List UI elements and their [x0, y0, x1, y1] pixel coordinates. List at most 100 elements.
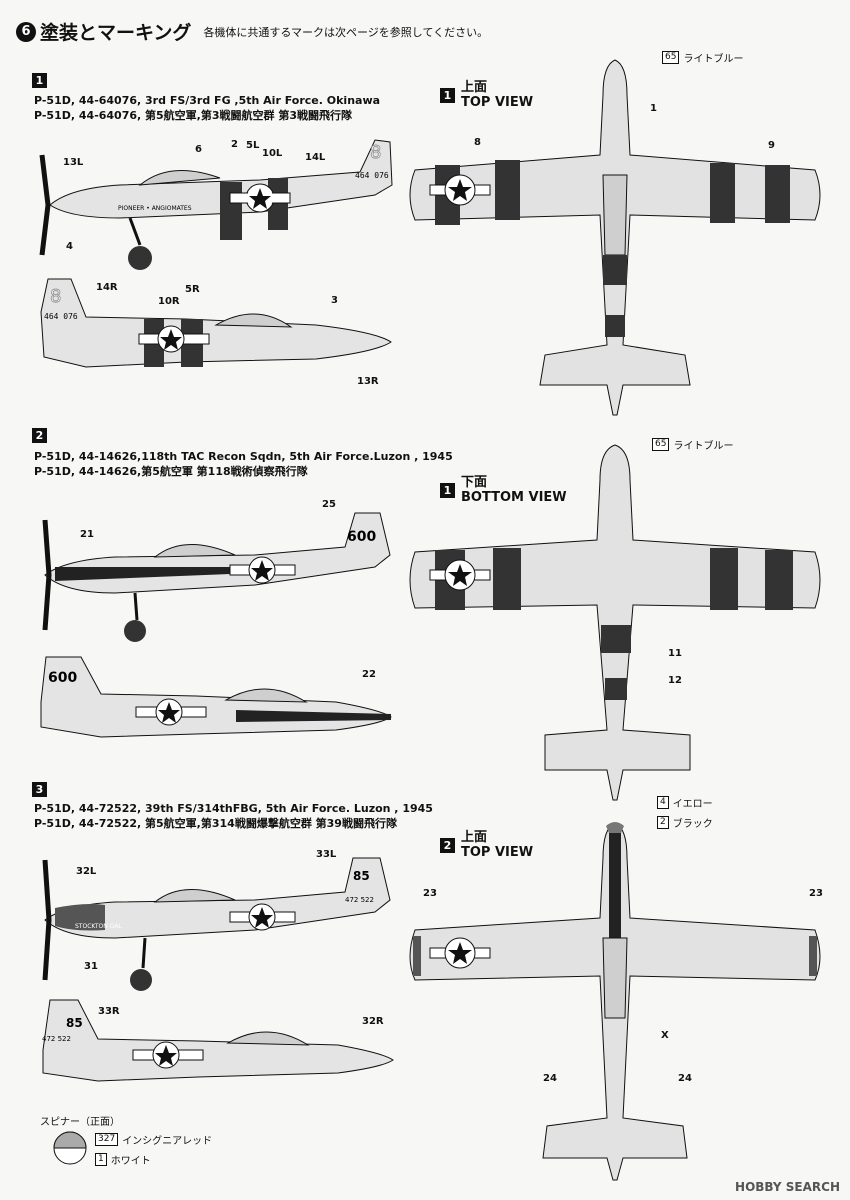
paint-white: 1 ホワイト: [95, 1152, 151, 1167]
callout-21: 21: [80, 529, 94, 540]
title-text: 塗装とマーキング: [40, 22, 192, 44]
s3-tail-bottom-right: 472 522: [42, 1035, 71, 1043]
paint-name: ブラック: [672, 819, 713, 830]
callout-32R: 32R: [362, 1016, 384, 1027]
header-note: 各機体に共通するマークは次ページを参照してください。: [203, 25, 489, 39]
watermark-logo: HOBBY SEARCH: [735, 1180, 840, 1194]
s3-side-view-right: 85 472 522: [42, 999, 394, 1082]
callout-31: 31: [84, 961, 98, 972]
callout-11: 11: [668, 648, 682, 659]
callout-33L: 33L: [316, 849, 337, 860]
paint-name: ライトブルー: [673, 441, 734, 452]
view-1-top-label: 1 上面 TOP VIEW: [440, 80, 533, 110]
paint-code: 327: [95, 1133, 119, 1146]
callout-2: 2: [231, 139, 238, 150]
s1-side-view-left: 464 076 8 PIONEER • ANGIOMATES: [39, 139, 393, 270]
s1-tail-code-right: 464 076: [44, 312, 78, 321]
section-1-caption: P-51D, 44-64076, 3rd FS/3rd FG ,5th Air …: [34, 93, 380, 123]
s3-tail-bottom: 472 522: [345, 896, 374, 904]
callout-5R: 5R: [185, 284, 200, 295]
s3-tail-top-right: 85: [66, 1016, 83, 1030]
s1-nose-art: PIONEER • ANGIOMATES: [118, 205, 192, 212]
callout-4: 4: [66, 241, 73, 252]
view-2-bottom-label: 1 下面 BOTTOM VIEW: [440, 475, 567, 505]
callout-8: 8: [474, 137, 481, 148]
callout-24-right: 24: [678, 1073, 692, 1084]
section-number-badge: 6: [16, 21, 36, 42]
v2-bottom-view: [409, 444, 821, 801]
callout-24-left: 24: [543, 1073, 557, 1084]
section-1-caption-en: P-51D, 44-64076, 3rd FS/3rd FG ,5th Air …: [34, 94, 381, 107]
callout-3: 3: [331, 295, 338, 306]
paint-code: 2: [657, 816, 669, 829]
section-1-badge: 1: [32, 73, 47, 88]
s3-nose-art: STOCKTON GAL: [75, 923, 122, 930]
callout-5L: 5L: [246, 140, 260, 151]
callout-25: 25: [322, 499, 336, 510]
section-3-badge: 3: [32, 782, 47, 797]
view-2-badge: 1: [440, 482, 455, 498]
spinner-label: スピナー（正面）: [40, 1117, 120, 1128]
s2-tail-code-right: 600: [48, 670, 77, 686]
paint-name: イエロー: [672, 799, 713, 810]
callout-13R: 13R: [357, 376, 379, 387]
callout-32L: 32L: [76, 866, 97, 877]
paint-insignia-red: 327 インシグニアレッド: [95, 1132, 212, 1147]
view-3-top-label: 2 上面 TOP VIEW: [440, 830, 533, 860]
callout-9: 9: [768, 140, 775, 151]
section-3-caption: P-51D, 44-72522, 39th FS/314thFBG, 5th A…: [34, 801, 433, 831]
callout-1: 1: [650, 103, 657, 114]
view-3-badge: 2: [440, 837, 455, 853]
page-title: 6 塗装とマーキング 各機体に共通するマークは次ページを参照してください。: [16, 18, 488, 45]
s2-tail-code: 600: [347, 529, 376, 545]
svg-text:8: 8: [370, 142, 381, 163]
s1-side-view-right: 464 076 8: [40, 278, 392, 368]
v3-top-view: [409, 822, 821, 1181]
callout-12: 12: [668, 675, 682, 686]
callout-14L: 14L: [305, 152, 326, 163]
callout-6: 6: [195, 144, 202, 155]
view-3-en: TOP VIEW: [461, 845, 534, 860]
paint-code: 65: [652, 438, 670, 451]
section-3-caption-jp: P-51D, 44-72522, 第5航空軍,第314戦闘爆撃航空群 第39戦闘…: [34, 817, 397, 830]
svg-text:8: 8: [50, 286, 61, 307]
s2-side-view-right: 600: [40, 656, 392, 738]
s2-side-view-left: 600: [42, 512, 391, 642]
view-3-jp: 上面: [461, 830, 488, 845]
paint-light-blue-2: 65 ライトブルー: [652, 437, 733, 452]
view-1-en: TOP VIEW: [461, 95, 534, 110]
section-2-caption-jp: P-51D, 44-14626,第5航空軍 第118戦術偵察飛行隊: [34, 465, 308, 478]
s3-side-view-left: 85 472 522 STOCKTON GAL: [42, 857, 391, 991]
callout-13L: 13L: [63, 157, 84, 168]
callout-10R: 10R: [158, 296, 180, 307]
s1-tail-code: 464 076: [355, 171, 389, 180]
view-1-badge: 1: [440, 87, 455, 103]
paint-light-blue: 65 ライトブルー: [662, 50, 743, 65]
callout-14R: 14R: [96, 282, 118, 293]
callout-23-left: 23: [423, 888, 437, 899]
section-2-caption: P-51D, 44-14626,118th TAC Recon Sqdn, 5t…: [34, 449, 453, 479]
paint-name: ホワイト: [110, 1156, 151, 1167]
paint-code: 65: [662, 51, 680, 64]
paint-yellow: 4 イエロー: [657, 795, 713, 810]
callout-33R: 33R: [98, 1006, 120, 1017]
v1-top-view: [409, 59, 821, 416]
spinner-front-icon: [53, 1131, 87, 1165]
paint-code: 1: [95, 1153, 107, 1166]
view-2-jp: 下面: [461, 475, 488, 490]
view-1-jp: 上面: [461, 80, 488, 95]
paint-name: ライトブルー: [683, 54, 744, 65]
callout-22: 22: [362, 669, 376, 680]
paint-name: インシグニアレッド: [122, 1136, 213, 1147]
view-2-en: BOTTOM VIEW: [461, 490, 567, 505]
paint-code: 4: [657, 796, 669, 809]
callout-23-right: 23: [809, 888, 823, 899]
s3-tail-top: 85: [353, 869, 370, 883]
paint-black: 2 ブラック: [657, 815, 713, 830]
section-2-caption-en: P-51D, 44-14626,118th TAC Recon Sqdn, 5t…: [34, 450, 453, 463]
callout-10L: 10L: [262, 148, 283, 159]
callout-X: X: [661, 1030, 669, 1041]
section-2-badge: 2: [32, 428, 47, 443]
section-1-caption-jp: P-51D, 44-64076, 第5航空軍,第3戦闘航空群 第3戦闘飛行隊: [34, 109, 352, 122]
section-3-caption-en: P-51D, 44-72522, 39th FS/314thFBG, 5th A…: [34, 802, 433, 815]
